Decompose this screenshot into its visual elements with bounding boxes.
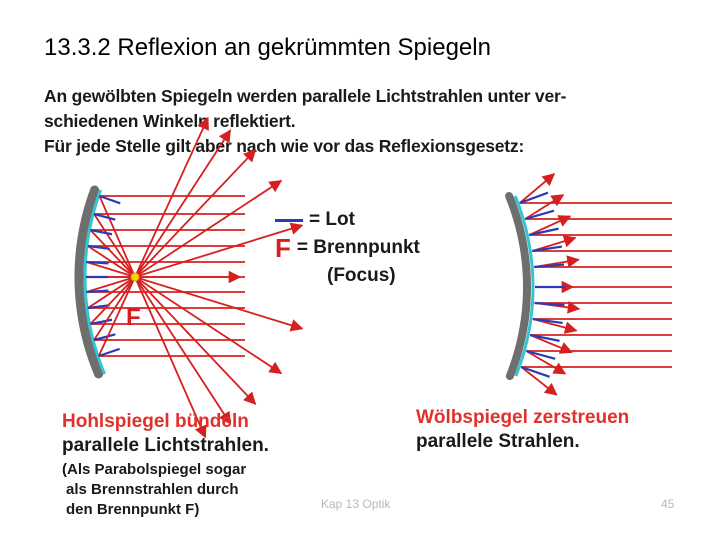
concave-caption-line-1: Hohlspiegel bündeln [62, 411, 249, 432]
footer-chapter: Kap 13 Optik [321, 497, 391, 511]
concave-mirror-surface [83, 189, 106, 375]
convex-mirror-group [505, 173, 672, 396]
legend: = Lot F = Brennpunkt (Focus) [275, 206, 420, 290]
slide-title: 13.3.2 Reflexion an gekrümmten Spiegeln [44, 34, 491, 61]
focus-point [130, 272, 140, 282]
intro-line-2: schiedenen Winkeln reflektiert. [44, 111, 296, 131]
convex-normal-line-1 [519, 191, 549, 205]
legend-f-text: = Brennpunkt [296, 237, 420, 258]
normal-line-2 [93, 212, 116, 221]
legend-f-symbol: F [275, 232, 291, 263]
convex-normal-line-7 [534, 301, 565, 307]
reflected-ray-3 [89, 229, 257, 405]
convex-reflected-ray-9 [529, 334, 573, 354]
concave-note-line-2: als Brennstrahlen durch [66, 481, 239, 498]
convex-reflected-ray-3 [528, 215, 572, 236]
legend-lot: = Lot [275, 206, 420, 234]
convex-reflected-ray-4 [532, 235, 577, 252]
convex-normal-line-11 [520, 365, 550, 378]
concave-mirror-group [74, 116, 304, 439]
convex-reflected-ray-2 [524, 194, 565, 220]
convex-reflected-ray-10 [525, 350, 567, 375]
convex-normal-line-2 [524, 209, 555, 221]
convex-normal-line-5 [534, 263, 565, 269]
reflected-ray-2 [93, 213, 232, 425]
convex-normal-line-10 [526, 349, 556, 360]
reflected-ray-1 [98, 195, 207, 439]
normal-line-7 [86, 289, 109, 294]
normal-line-11 [98, 347, 120, 358]
intro-line-1: An gewölbten Spiegeln werden parallele L… [44, 86, 567, 106]
convex-normal-line-8 [532, 317, 563, 325]
convex-caption-line-1: Wölbspiegel zerstreuen [416, 407, 630, 428]
normal-line-8 [87, 304, 110, 310]
intro-text: An gewölbten Spiegeln werden parallele L… [44, 84, 684, 159]
reflected-ray-7 [86, 222, 304, 293]
normal-line-1 [99, 194, 121, 205]
legend-focus-note: (Focus) [327, 265, 396, 286]
reflected-ray-5 [86, 261, 304, 332]
concave-mirror-back [74, 185, 104, 379]
concave-caption: Hohlspiegel bündeln parallele Lichtstrah… [62, 410, 269, 520]
convex-normal-line-4 [532, 245, 563, 253]
reflected-ray-4 [87, 245, 283, 375]
normal-line-swatch [275, 218, 303, 222]
concave-note-line-3: den Brennpunkt F) [66, 501, 200, 518]
concave-caption-line-2: parallele Lichtstrahlen. [62, 435, 269, 456]
reflected-ray-8 [87, 179, 283, 309]
focus-label: F [126, 304, 141, 331]
normal-line-9 [90, 318, 113, 326]
convex-normal-line-9 [529, 333, 560, 342]
intro-line-3: Für jede Stelle gilt aber nach wie vor d… [44, 136, 525, 156]
reflected-ray-9 [89, 149, 257, 325]
normal-line-3 [90, 228, 113, 236]
normal-line-5 [86, 260, 109, 265]
reflected-ray-11 [97, 116, 209, 357]
concave-note-line-1: (Als Parabolspiegel sogar [62, 461, 247, 478]
convex-mirror-back [505, 192, 531, 380]
convex-reflected-ray-1 [519, 173, 556, 204]
reflected-ray-10 [93, 129, 232, 341]
legend-focus: F = Brennpunkt [275, 232, 420, 263]
convex-reflected-ray-11 [520, 366, 558, 396]
convex-normal-line-3 [529, 227, 559, 237]
convex-caption-line-2: parallele Strahlen. [416, 431, 580, 452]
legend-lot-text: = Lot [309, 209, 355, 230]
convex-caption: Wölbspiegel zerstreuen parallele Strahle… [416, 406, 629, 454]
convex-mirror-surface [513, 195, 535, 377]
normal-line-10 [93, 333, 116, 342]
page-number: 45 [661, 497, 675, 511]
normal-line-4 [87, 244, 110, 250]
